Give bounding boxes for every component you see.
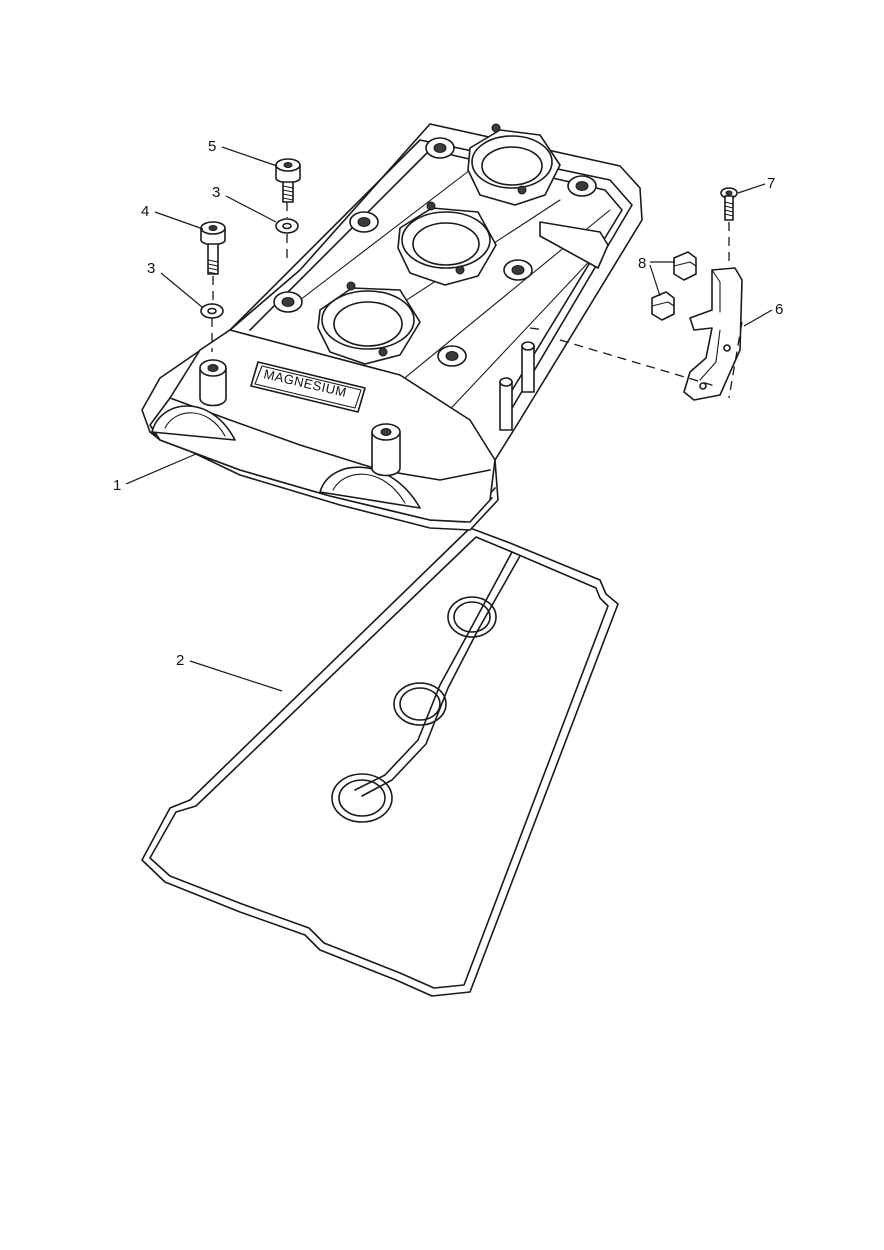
bolt-part-7 <box>720 187 738 221</box>
plug-boss-1 <box>467 123 561 206</box>
callout-3-lower: 3 <box>147 260 155 277</box>
bracket-part-6 <box>683 267 743 401</box>
cover-gasket <box>141 527 619 997</box>
callout-7: 7 <box>767 175 775 192</box>
plug-boss-3 <box>317 281 421 365</box>
bolt-part-4 <box>200 221 226 275</box>
assembly-lines <box>211 202 743 399</box>
callout-5: 5 <box>208 138 216 155</box>
callout-2: 2 <box>176 652 184 669</box>
callout-1: 1 <box>113 477 121 494</box>
front-pillars <box>199 341 535 477</box>
callout-4: 4 <box>141 203 149 220</box>
clip-part-8-upper <box>673 251 697 281</box>
callout-6: 6 <box>775 301 783 318</box>
callout-3-upper: 3 <box>212 184 220 201</box>
cover-bolts <box>273 137 597 367</box>
callouts: 1 2 3 3 4 5 6 7 8 <box>113 138 783 692</box>
plug-boss-2 <box>397 201 497 286</box>
clip-part-8-lower <box>651 291 675 321</box>
callout-8: 8 <box>638 255 646 272</box>
bolt-part-5 <box>275 158 301 203</box>
washer-part-3-upper <box>275 218 299 234</box>
cam-cover: MAGNESIUM <box>141 123 643 531</box>
washer-part-3-lower <box>200 303 224 319</box>
